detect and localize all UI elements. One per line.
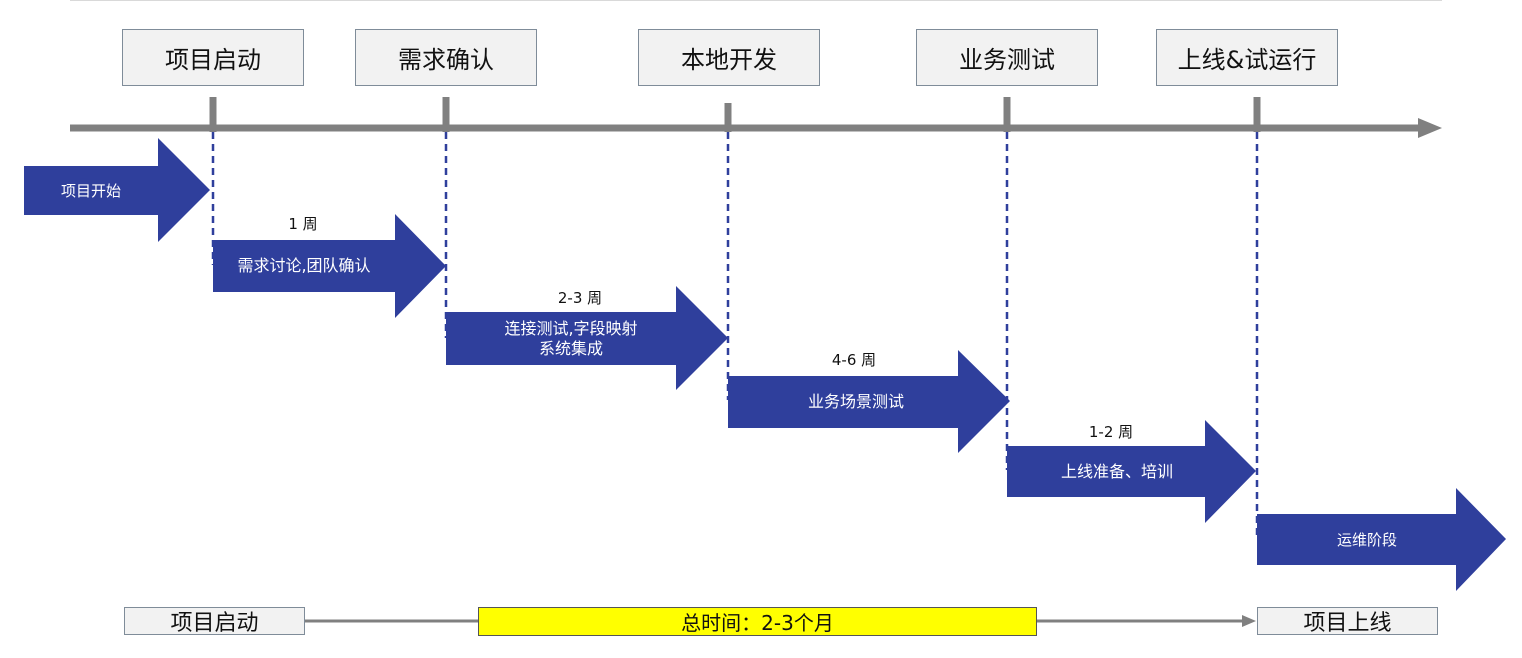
duration-label: 2-3 周 xyxy=(557,289,603,307)
stage-text: 项目开始 xyxy=(60,181,121,200)
milestone-label: 上线&试运行 xyxy=(1177,46,1317,74)
milestone-label: 需求确认 xyxy=(398,46,494,74)
milestone-box-requirements: 需求确认 xyxy=(355,29,537,86)
stage-label-business-testing: 业务场景测试 xyxy=(728,376,984,428)
summary-start-box: 项目启动 xyxy=(124,607,305,636)
stage-arrow xyxy=(728,350,1010,453)
milestone-box-go-live: 上线&试运行 xyxy=(1156,29,1338,86)
summary-end-box: 项目上线 xyxy=(1257,607,1438,636)
stage-text: 需求讨论,团队确认 xyxy=(237,256,371,275)
stage-label-go-live-prep: 上线准备、培训 xyxy=(1007,446,1227,497)
summary-start-label: 项目启动 xyxy=(170,611,259,636)
stage-arrow xyxy=(24,138,210,242)
stage-label-project-start: 项目开始 xyxy=(24,166,158,215)
stage-arrow xyxy=(213,214,446,318)
milestone-label: 项目启动 xyxy=(165,46,261,74)
milestone-box-project-kickoff: 项目启动 xyxy=(122,29,304,86)
duration-label: 4-6 周 xyxy=(831,351,877,369)
stage-text: 连接测试,字段映射 xyxy=(504,318,638,338)
milestone-box-development: 本地开发 xyxy=(638,29,820,86)
stage-label-integration: 连接测试,字段映射 系统集成 xyxy=(446,312,696,365)
total-duration-label: 总时间：2-3个月 xyxy=(681,611,834,635)
summary-end-label: 项目上线 xyxy=(1303,611,1392,636)
stage-label-requirements: 需求讨论,团队确认 xyxy=(213,240,395,292)
duration-label: 1 周 xyxy=(288,215,318,233)
stage-text: 业务场景测试 xyxy=(807,392,904,411)
total-duration-box: 总时间：2-3个月 xyxy=(478,607,1037,636)
top-divider xyxy=(70,0,1442,1)
stage-text: 系统集成 xyxy=(538,338,603,358)
stage-arrow xyxy=(1007,420,1256,523)
duration-label: 1-2 周 xyxy=(1088,423,1134,441)
bottom-connector-arrowhead xyxy=(1242,615,1256,627)
milestone-label: 业务测试 xyxy=(959,46,1055,74)
stage-text: 运维阶段 xyxy=(1336,530,1397,549)
stage-text: 上线准备、培训 xyxy=(1060,461,1173,481)
timeline-axis-arrowhead xyxy=(1418,118,1442,138)
milestone-label: 本地开发 xyxy=(681,46,777,74)
stage-arrow xyxy=(1257,488,1506,591)
milestone-box-business-testing: 业务测试 xyxy=(916,29,1098,86)
stage-arrow xyxy=(446,286,728,390)
stage-label-operations: 运维阶段 xyxy=(1257,514,1477,565)
